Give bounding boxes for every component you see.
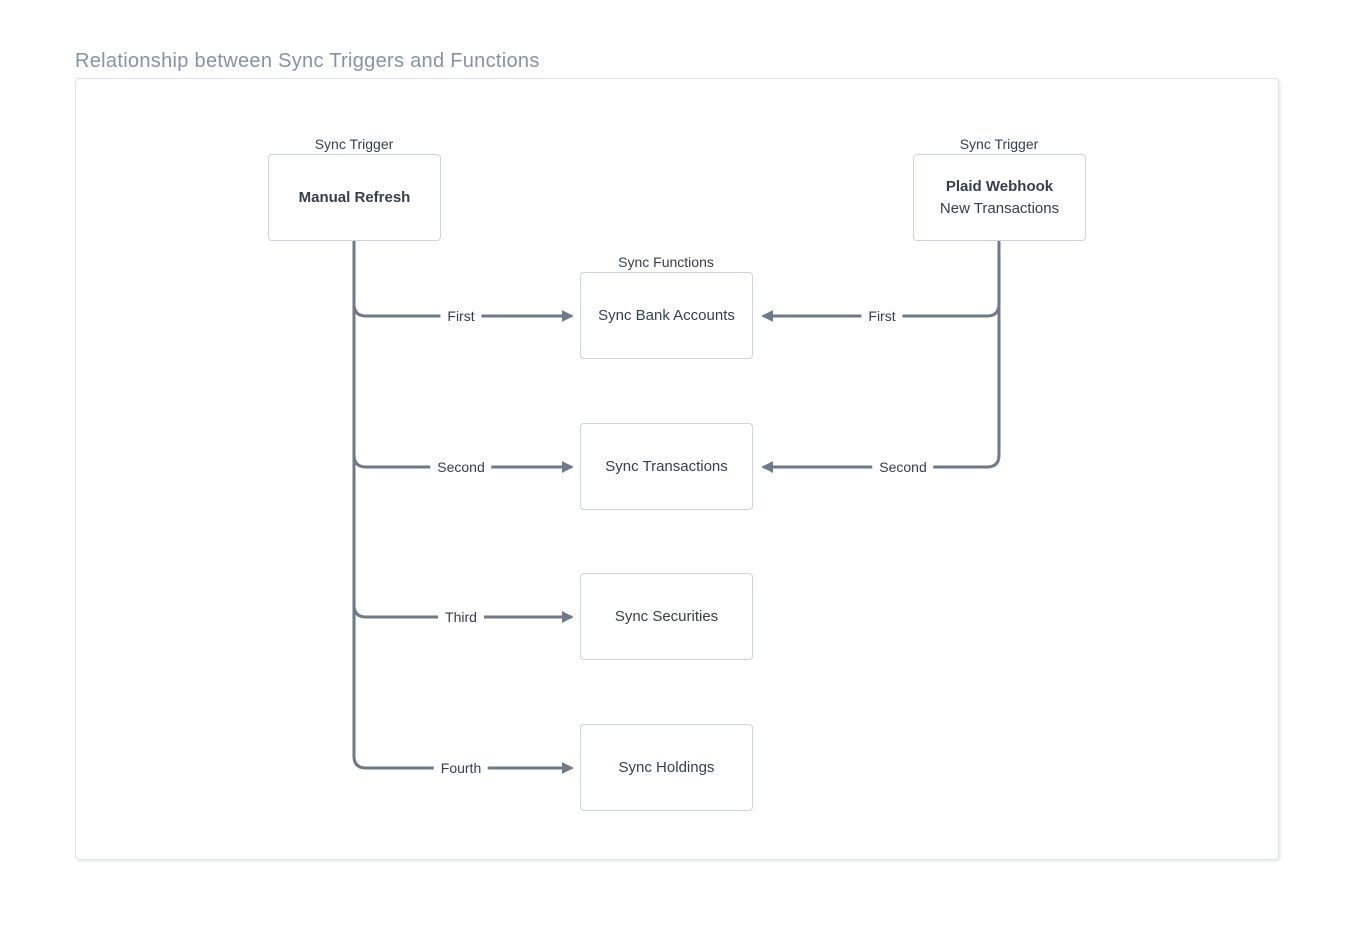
node-manual-refresh: Manual Refresh	[268, 154, 441, 241]
edge-manual-first	[352, 303, 574, 322]
node-sync-transactions-label: Sync Transactions	[605, 457, 728, 475]
node-sync-securities: Sync Securities	[580, 573, 753, 660]
edge-manual-trunk-fourth	[352, 241, 574, 774]
diagram-canvas: Sync Trigger Sync Trigger Manual Refresh…	[75, 78, 1279, 860]
edge-label-manual-first: First	[440, 308, 482, 324]
edge-label-plaid-first: First	[861, 308, 903, 324]
node-sync-securities-label: Sync Securities	[614, 607, 719, 625]
node-manual-refresh-title: Manual Refresh	[298, 188, 411, 206]
node-plaid-webhook: Plaid Webhook New Transactions	[913, 154, 1086, 241]
edge-label-manual-second: Second	[430, 459, 492, 475]
edge-manual-second	[352, 454, 574, 473]
node-sync-holdings-label: Sync Holdings	[618, 758, 715, 776]
edge-manual-third	[352, 604, 574, 623]
connector-lines	[352, 241, 1001, 774]
node-sync-bank-accounts: Sync Bank Accounts	[580, 272, 753, 359]
trigger-caption-plaid: Sync Trigger	[959, 136, 1039, 152]
node-plaid-webhook-subtitle: New Transactions	[939, 199, 1060, 217]
edge-label-manual-third: Third	[438, 609, 484, 625]
node-sync-bank-accounts-label: Sync Bank Accounts	[598, 306, 735, 324]
edge-plaid-first	[761, 303, 1001, 322]
node-sync-transactions: Sync Transactions	[580, 423, 753, 510]
edge-label-manual-fourth: Fourth	[433, 760, 489, 776]
trigger-caption-manual: Sync Trigger	[314, 136, 394, 152]
node-plaid-webhook-title: Plaid Webhook	[945, 177, 1054, 195]
edge-label-plaid-second: Second	[872, 459, 934, 475]
node-sync-holdings: Sync Holdings	[580, 724, 753, 811]
functions-caption: Sync Functions	[618, 254, 714, 270]
page-title: Relationship between Sync Triggers and F…	[75, 50, 540, 72]
edge-plaid-trunk-second	[761, 241, 1001, 473]
